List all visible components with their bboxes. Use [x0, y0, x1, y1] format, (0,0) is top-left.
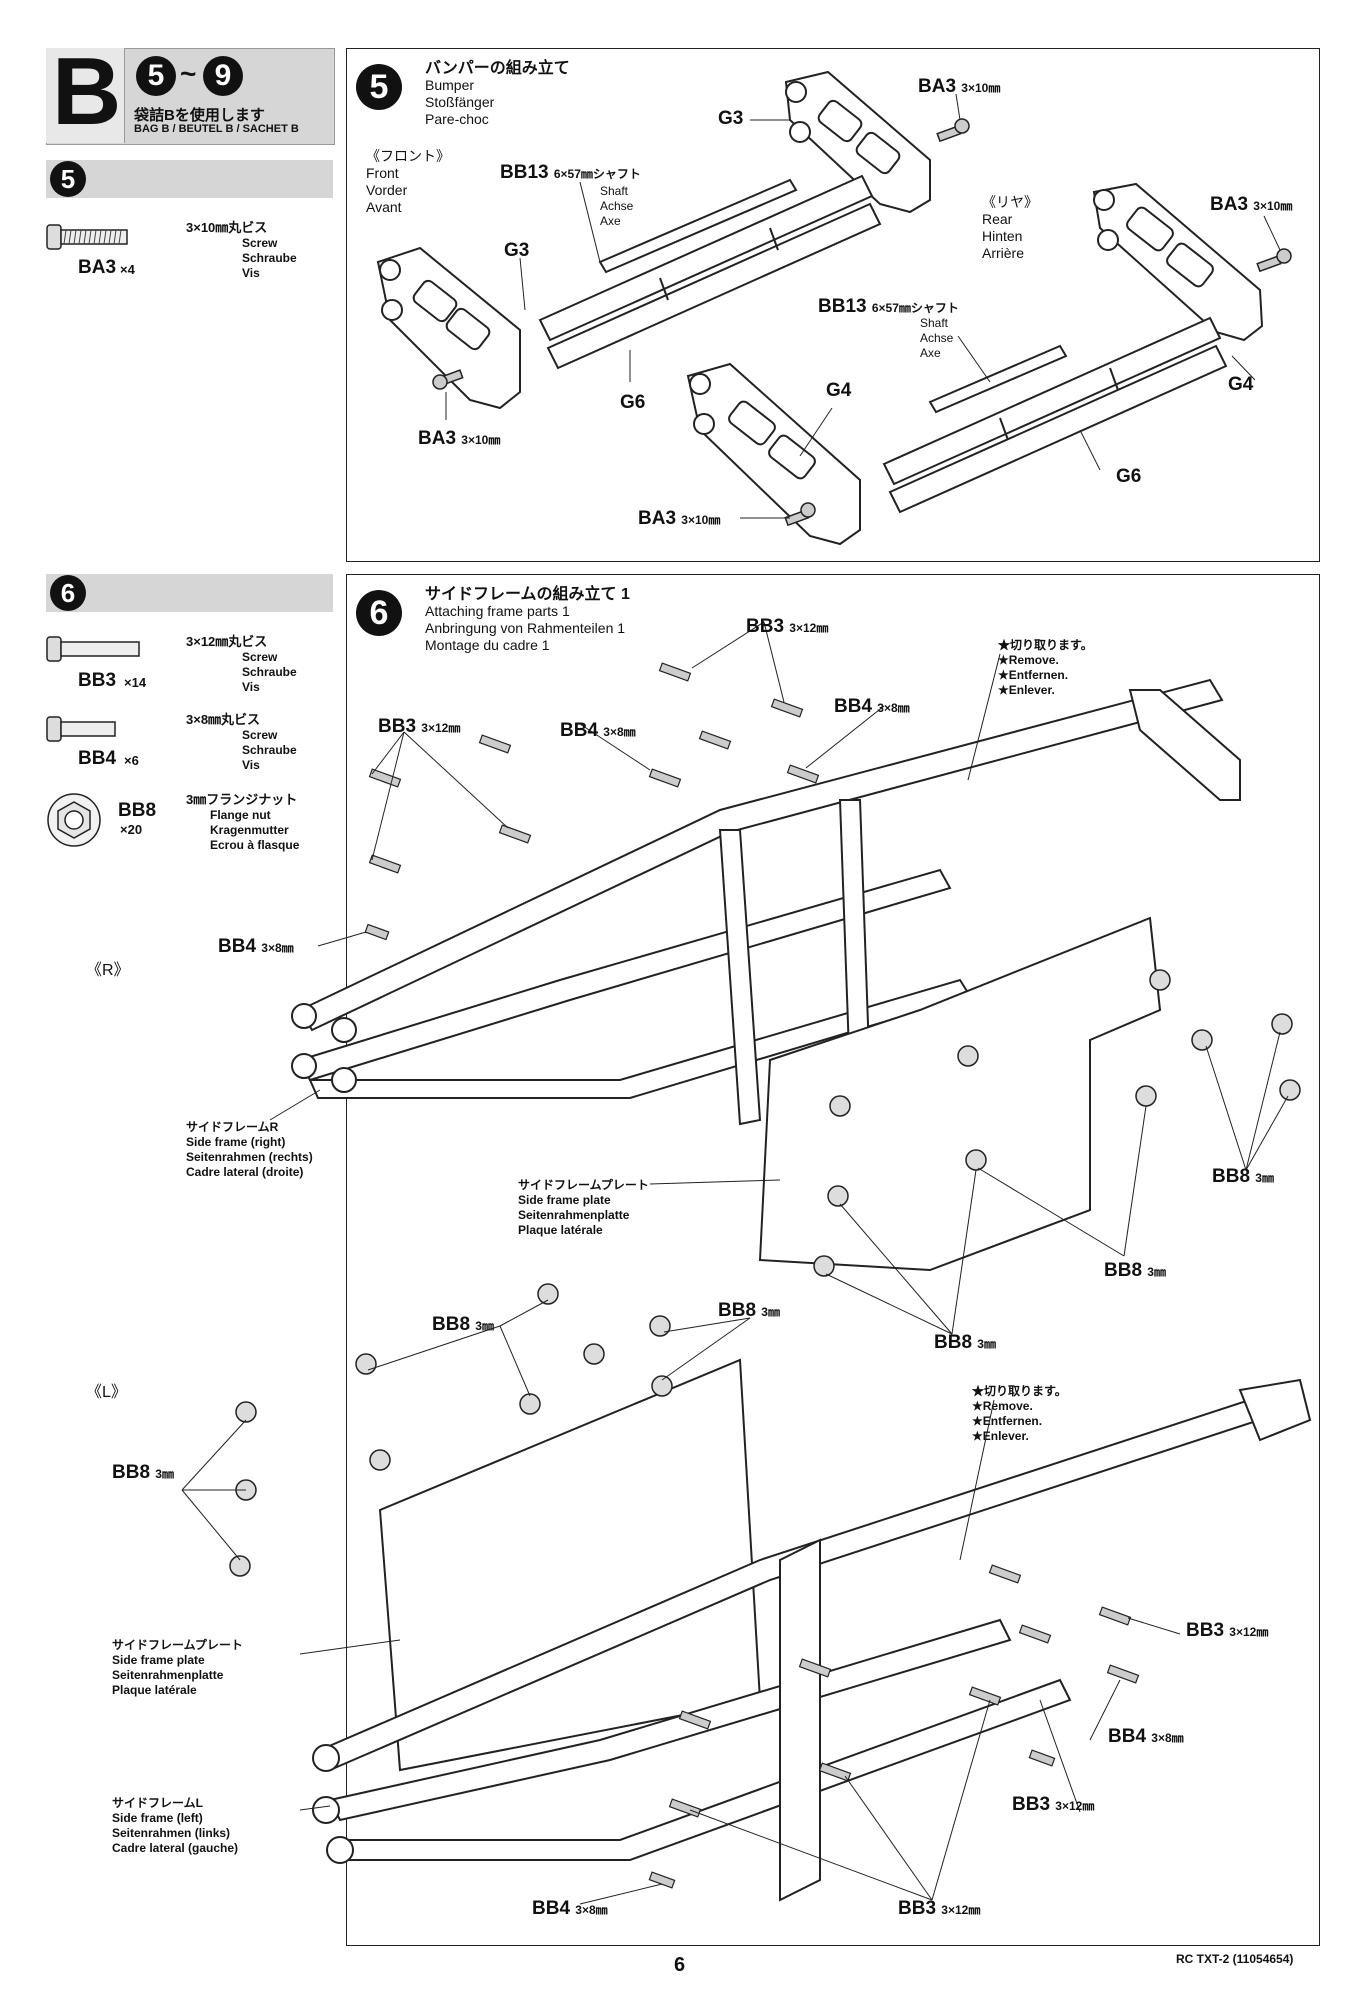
ba3-part-code: BA3 — [78, 257, 117, 278]
rear-label: 《リヤ》 Rear Hinten Arrière — [982, 194, 1038, 261]
label-bb3-top: BB3 3×12㎜ — [746, 616, 829, 637]
bb4-part-qty: ×6 — [124, 753, 139, 768]
remove-note-top: ★切り取ります。 ★Remove. ★Entfernen. ★Enlever. — [998, 638, 1093, 697]
step5-badge: 5 — [356, 64, 402, 110]
frame-r-upright — [718, 829, 762, 1126]
bb3-spec: 3×12㎜丸ビス — [186, 634, 268, 649]
bb4-part-code: BB4 — [78, 748, 117, 769]
side-plate-r-label: サイドフレームプレート Side frame plate Seitenrahme… — [518, 1178, 649, 1237]
label-bb3-l1: BB3 3×12㎜ — [1186, 1620, 1269, 1641]
label-bb8-r2: BB8 3㎜ — [1104, 1260, 1166, 1281]
bb3-part-code: BB3 — [78, 670, 117, 691]
front-shaft — [598, 178, 798, 274]
bb8-nut-icon — [46, 792, 102, 853]
label-ba3-bottom: BA3 3×10㎜ — [638, 508, 721, 529]
frame-l-mid-rail — [328, 1618, 1012, 1822]
side-plate-l-label: サイドフレームプレート Side frame plate Seitenrahme… — [112, 1638, 243, 1697]
side-frame-r-label: サイドフレームR Side frame (right) Seitenrahmen… — [186, 1120, 313, 1179]
label-bb4-l2: BB4 3×8㎜ — [532, 1898, 608, 1919]
label-ba3-top: BA3 3×10㎜ — [918, 76, 1001, 97]
rear-bar-upper — [882, 316, 1222, 486]
label-bb4-l1: BB4 3×8㎜ — [1108, 1726, 1184, 1747]
label-g4-right: G4 — [1228, 374, 1254, 395]
label-g3-top: G3 — [718, 108, 744, 129]
label-bb3-l2: BB3 3×12㎜ — [1012, 1794, 1095, 1815]
label-bb4-top-right: BB4 3×8㎜ — [834, 696, 910, 717]
bb3-screw-icon — [46, 634, 142, 669]
label-bb13-front: BB13 6×57㎜シャフト — [500, 162, 641, 183]
step6-parts-header — [46, 574, 333, 612]
step-from-badge: 5 — [136, 56, 176, 96]
frame-l-front-post — [779, 1538, 821, 1902]
bag-use-jp: 袋詰Bを使用します — [134, 107, 265, 124]
label-bb3-left: BB3 3×12㎜ — [378, 716, 461, 737]
step6-badge: 6 — [356, 590, 402, 636]
bag-letter: B — [52, 38, 122, 145]
bb8-part-code: BB8 — [118, 800, 157, 821]
shaft-names-front: Shaft Achse Axe — [600, 184, 634, 228]
label-bb4-left: BB4 3×8㎜ — [218, 936, 294, 957]
bb4-spec: 3×8㎜丸ビス — [186, 712, 261, 727]
step6-title: サイドフレームの組み立て 1 Attaching frame parts 1 A… — [425, 586, 630, 653]
step-to-badge: 9 — [203, 56, 243, 96]
manual-code: RC TXT-2 (11054654) — [1176, 1952, 1294, 1966]
front-bar-lower — [546, 202, 882, 370]
label-ba3-front: BA3 3×10㎜ — [418, 428, 501, 449]
step5-parts-badge: 5 — [50, 161, 86, 197]
bb8-spec: 3㎜フランジナット — [186, 792, 298, 807]
label-g3-front: G3 — [504, 240, 530, 261]
ba3-names: Screw Schraube Vis — [242, 236, 297, 280]
front-label: 《フロント》 Front Vorder Avant — [366, 148, 450, 215]
shaft-names-rear: Shaft Achse Axe — [920, 316, 954, 360]
label-g4-left: G4 — [826, 380, 852, 401]
label-bb8-r1: BB8 3㎜ — [1212, 1166, 1274, 1187]
label-g6-rear: G6 — [1116, 466, 1142, 487]
label-bb8-r3: BB8 3㎜ — [934, 1332, 996, 1353]
side-r-label: 《R》 — [86, 962, 130, 979]
bb8-names: Flange nut Kragenmutter Ecrou à flasque — [210, 808, 300, 852]
label-ba3-rear: BA3 3×10㎜ — [1210, 194, 1293, 215]
bb8-part-qty: ×20 — [120, 822, 143, 837]
rear-bar-lower — [888, 344, 1228, 514]
label-bb8-l2: BB8 3㎜ — [718, 1300, 780, 1321]
step6-parts-badge: 6 — [50, 575, 86, 611]
bb4-screw-icon — [46, 714, 118, 749]
step5-title: バンパーの組み立て Bumper Stoßfänger Pare-choc — [425, 60, 570, 127]
ba3-spec: 3×10㎜丸ビス — [186, 220, 268, 235]
step-range-tilde: ~ — [180, 58, 197, 89]
ba3-part-qty: ×4 — [120, 262, 135, 277]
side-frame-l-label: サイドフレームL Side frame (left) Seitenrahmen … — [112, 1796, 239, 1855]
bag-use-translations: BAG B / BEUTEL B / SACHET B — [134, 123, 299, 135]
step5-parts-header — [46, 160, 333, 198]
label-bb4-mid: BB4 3×8㎜ — [560, 720, 636, 741]
remove-note-bottom: ★切り取ります。 ★Remove. ★Entfernen. ★Enlever. — [972, 1384, 1067, 1443]
label-bb3-l3: BB3 3×12㎜ — [898, 1898, 981, 1919]
bb3-part-qty: ×14 — [124, 675, 147, 690]
bag-letter-box: B — [46, 42, 125, 143]
label-bb8-l1: BB8 3㎜ — [432, 1314, 494, 1335]
front-bar-upper — [538, 174, 874, 342]
side-l-label: 《L》 — [86, 1384, 127, 1401]
bb4-names: Screw Schraube Vis — [242, 728, 297, 772]
rear-shaft — [928, 344, 1068, 414]
label-g6-front: G6 — [620, 392, 646, 413]
frame-l-rear — [1238, 1378, 1312, 1442]
ba3-screw-icon — [46, 222, 130, 257]
label-bb8-l3: BB8 3㎜ — [112, 1462, 174, 1483]
label-bb13-rear: BB13 6×57㎜シャフト — [818, 296, 959, 317]
bb3-names: Screw Schraube Vis — [242, 650, 297, 694]
page-number: 6 — [674, 1954, 686, 1976]
frame-r-rear — [1128, 689, 1241, 801]
frame-r-top-tube — [298, 678, 1224, 1032]
side-plate-r — [758, 916, 1162, 1272]
